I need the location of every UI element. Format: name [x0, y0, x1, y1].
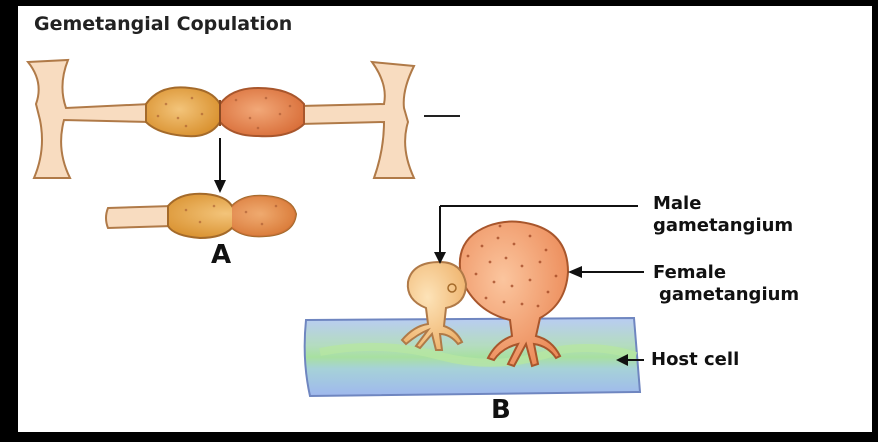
panel-b-label: B: [491, 395, 511, 425]
male-label-line1: Male: [653, 193, 793, 215]
left-gametangium: [146, 87, 220, 136]
right-gametangium: [220, 88, 304, 136]
left-hypha: [28, 60, 150, 178]
male-label-line2: gametangium: [653, 215, 793, 237]
host-cell: [305, 318, 640, 396]
female-pointer-arrow: [568, 266, 644, 278]
diagram-title: Gemetangial Copulation: [34, 13, 292, 35]
female-gametangium-label: Female gametangium: [653, 262, 799, 306]
panel-a-label: A: [211, 240, 231, 270]
fused-zygote: [106, 194, 296, 238]
female-label-line1: Female: [653, 262, 799, 284]
male-gametangium-label: Male gametangium: [653, 193, 793, 237]
host-cell-label: Host cell: [651, 349, 739, 370]
panel-a-hyphae: [28, 60, 460, 178]
right-hypha: [300, 62, 414, 178]
down-arrow-icon: [214, 138, 226, 193]
female-label-line2: gametangium: [653, 284, 799, 306]
male-gametangium: [402, 262, 466, 350]
